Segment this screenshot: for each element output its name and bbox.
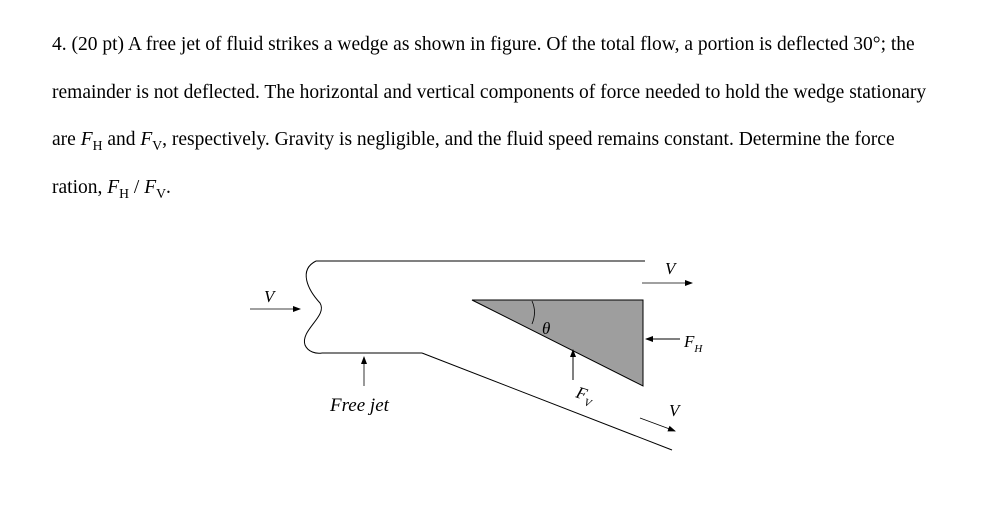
fh-ratio-symbol: FH: [107, 176, 130, 201]
theta-label: θ: [542, 319, 550, 338]
ratio-slash: /: [133, 176, 140, 198]
problem-points: (20 pt): [71, 34, 125, 55]
text-and: and: [107, 129, 136, 150]
problem-text-1: A free jet of fluid strikes a wedge as s…: [52, 34, 927, 150]
fh-symbol: FH: [80, 129, 103, 153]
problem-statement: 4. (20 pt) A free jet of fluid strikes a…: [52, 21, 932, 211]
fv-ratio-symbol: FV: [144, 176, 166, 201]
top-velocity-label: V: [665, 259, 678, 278]
problem-text: 4. (20 pt) A free jet of fluid strikes a…: [52, 21, 932, 211]
theta-arc: [531, 300, 535, 325]
deflected-jet-lower-boundary: [421, 352, 673, 451]
wedge: [471, 299, 644, 387]
jet-cut-line: [304, 260, 323, 354]
bottom-velocity-label: V: [669, 401, 682, 420]
inlet-velocity-label: V: [264, 287, 277, 306]
free-jet-label: Free jet: [329, 395, 390, 416]
fv-label: FV: [572, 382, 598, 410]
fv-symbol: FV: [140, 129, 163, 153]
problem-text-2: , respectively. Gravity is negligible, a…: [52, 129, 895, 198]
problem-number: 4.: [52, 34, 67, 55]
problem-end: .: [165, 176, 171, 198]
fh-label: FH: [683, 332, 703, 355]
deflected-velocity-arrow: [639, 417, 676, 432]
